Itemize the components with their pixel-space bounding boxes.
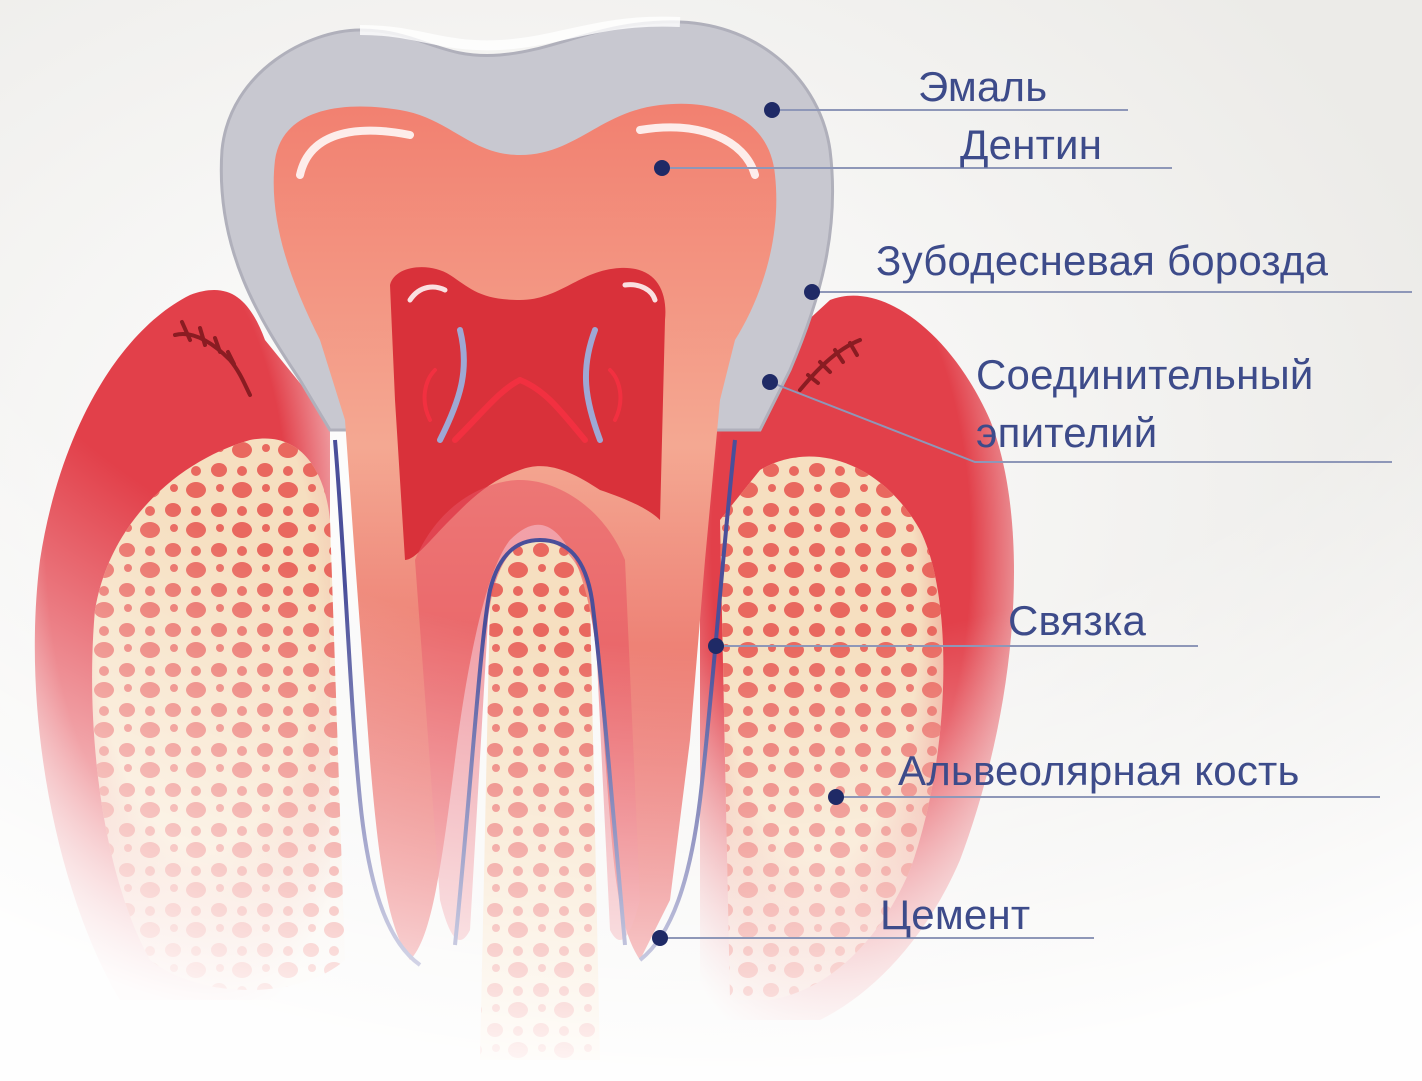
marker-bone [828, 789, 844, 805]
label-alveolar-bone: Альвеолярная кость [898, 746, 1300, 796]
label-junctional-line1: Соединительный [976, 350, 1314, 400]
marker-cementum [652, 930, 668, 946]
marker-junctional [762, 374, 778, 390]
marker-sulcus [804, 284, 820, 300]
label-junctional-line2: эпителий [976, 408, 1157, 458]
label-dentin: Дентин [960, 120, 1102, 170]
label-sulcus: Зубодесневая борозда [876, 236, 1328, 286]
marker-dentin [654, 160, 670, 176]
label-enamel: Эмаль [918, 62, 1047, 112]
marker-ligament [708, 638, 724, 654]
label-ligament: Связка [1008, 596, 1146, 646]
label-cementum: Цемент [880, 890, 1030, 940]
marker-enamel [764, 102, 780, 118]
